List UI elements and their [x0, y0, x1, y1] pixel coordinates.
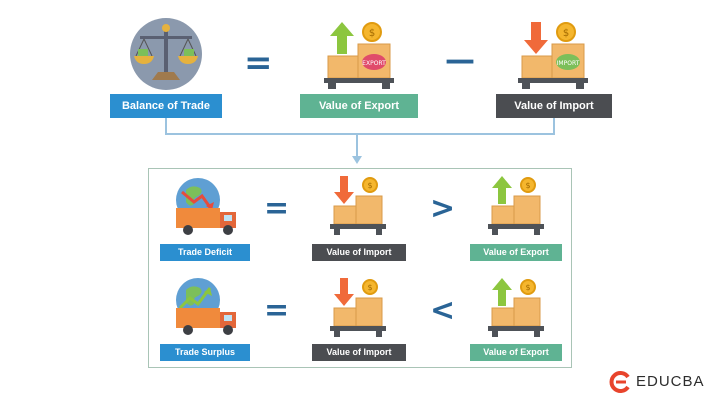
deficit-equals-operator: =	[264, 191, 290, 226]
connector-horizontal	[165, 133, 555, 135]
educba-logo-text: EDUCBA	[636, 373, 705, 390]
surplus-import-goods-icon: $	[330, 278, 386, 337]
surplus-equals-operator: =	[264, 293, 290, 328]
minus-operator: —	[445, 43, 475, 78]
svg-text:$: $	[369, 28, 375, 39]
import-goods-icon: $ IMPORT	[518, 22, 588, 89]
equals-operator: =	[244, 43, 273, 83]
connector-arrow-head	[352, 156, 362, 164]
svg-text:$: $	[367, 283, 372, 292]
value-of-export-label: Value of Export	[300, 94, 418, 118]
import-box-text: IMPORT	[557, 60, 580, 67]
surplus-value-of-import-label: Value of Import	[312, 344, 406, 361]
deficit-import-goods-icon: $	[330, 176, 386, 235]
deficit-value-of-import-label: Value of Import	[312, 244, 406, 261]
greater-than-operator: >	[430, 191, 456, 226]
value-of-import-label: Value of Import	[496, 94, 612, 118]
export-goods-icon: $ EXPORT	[324, 22, 394, 89]
balance-of-trade-label: Balance of Trade	[110, 94, 222, 118]
deficit-value-of-export-label: Value of Export	[470, 244, 562, 261]
svg-text:$: $	[367, 181, 372, 190]
svg-text:$: $	[563, 28, 569, 39]
trade-surplus-truck-icon	[176, 278, 236, 335]
svg-text:$: $	[525, 181, 530, 190]
trade-surplus-label: Trade Surplus	[160, 344, 250, 361]
deficit-export-goods-icon: $	[488, 176, 544, 235]
connector-down	[356, 133, 358, 157]
svg-text:$: $	[525, 283, 530, 292]
trade-deficit-truck-icon	[176, 178, 236, 235]
educba-logo-icon	[609, 371, 630, 393]
connector-right	[553, 118, 555, 134]
connector-left	[165, 118, 167, 134]
comparison-panel	[148, 168, 572, 368]
surplus-value-of-export-label: Value of Export	[470, 344, 562, 361]
balance-scale-icon	[130, 18, 202, 90]
export-box-text: EXPORT	[362, 60, 386, 67]
surplus-export-goods-icon: $	[488, 278, 544, 337]
trade-deficit-label: Trade Deficit	[160, 244, 250, 261]
less-than-operator: <	[430, 293, 456, 328]
